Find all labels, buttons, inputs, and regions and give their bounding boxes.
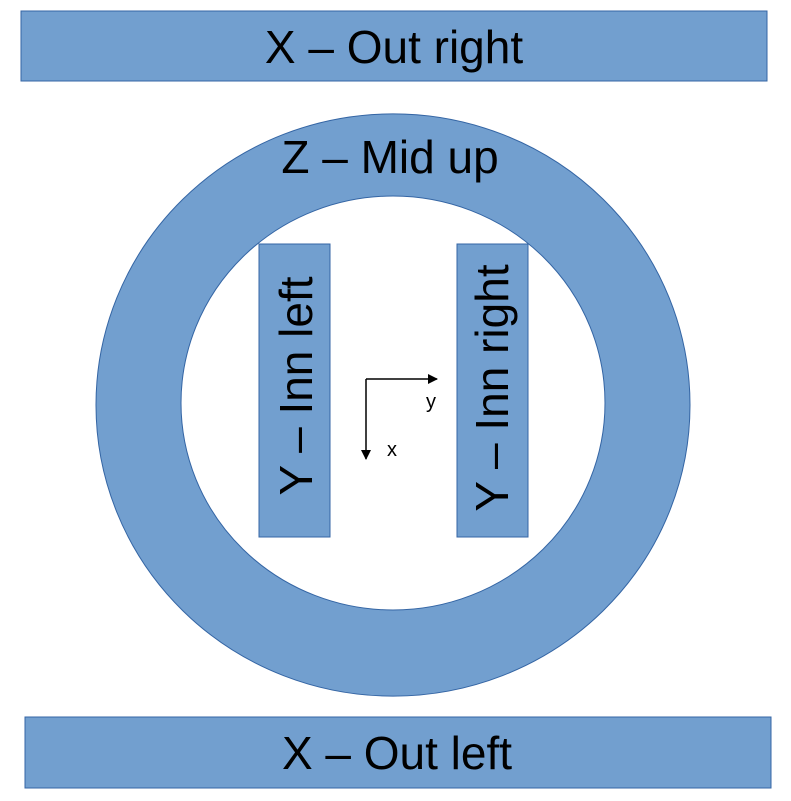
top-bar: X – Out right — [20, 10, 768, 82]
x-axis-label: x — [387, 439, 397, 461]
top-bar-label: X – Out right — [265, 21, 523, 73]
y-axis-label: y — [426, 391, 436, 413]
bottom-bar: X – Out left — [24, 716, 772, 789]
inner-right-rect — [456, 243, 529, 538]
top-bar-rect — [20, 10, 768, 82]
inner-left-bar: Y – Inn left — [258, 243, 331, 538]
coordinate-axes: y x — [361, 374, 438, 461]
ring-shape — [95, 113, 691, 697]
ring-label: Z – Mid up — [281, 131, 498, 183]
inner-right-bar: Y – Inn right — [456, 243, 529, 538]
inner-left-label: Y – Inn left — [270, 276, 322, 495]
middle-ring: Z – Mid up — [95, 113, 691, 697]
bottom-bar-label: X – Out left — [282, 727, 512, 779]
bottom-bar-rect — [24, 716, 772, 789]
inner-right-label: Y – Inn right — [466, 264, 518, 511]
inner-left-rect — [258, 243, 331, 538]
